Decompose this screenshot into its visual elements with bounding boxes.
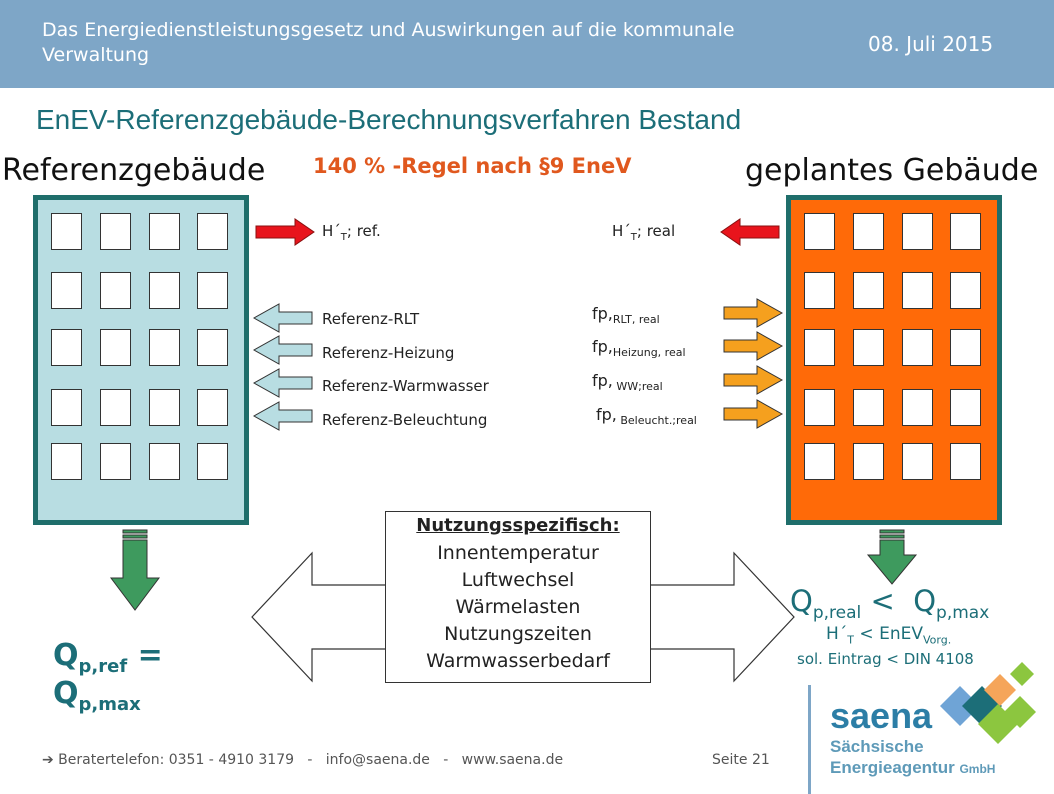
ref-result-arrow [110, 529, 160, 611]
building-window [149, 272, 180, 309]
building-window [804, 443, 835, 480]
footer-contact: ➔ Beratertelefon: 0351 - 4910 3179 - inf… [42, 752, 564, 768]
building-window [51, 213, 82, 250]
building-window [853, 389, 884, 426]
building-window [950, 329, 981, 366]
building-window [804, 272, 835, 309]
building-window [149, 329, 180, 366]
building-window [100, 389, 131, 426]
fp-rlt-arrow [723, 298, 784, 328]
ref-input-label: Referenz-RLT [322, 310, 420, 328]
ref-input-label: Referenz-Heizung [322, 344, 455, 362]
usage-item: Nutzungszeiten [444, 623, 592, 645]
fp-label: fp,Heizung, real [592, 337, 686, 360]
usage-heading: Nutzungsspezifisch: [416, 515, 620, 536]
rule-label: 140 % -Regel nach §9 EneV [313, 154, 632, 178]
slide-title: EnEV-Referenzgebäude-Berechnungsverfahre… [36, 104, 742, 135]
saena-logo-mark [940, 662, 1036, 744]
building-window [197, 389, 228, 426]
building-window [51, 272, 82, 309]
building-window [853, 272, 884, 309]
building-window [100, 443, 131, 480]
building-window [100, 272, 131, 309]
ref-heizung-arrow [252, 335, 313, 365]
header-date: 08. Juli 2015 [868, 32, 994, 56]
building-window [149, 213, 180, 250]
building-window [804, 389, 835, 426]
planned-building-label: geplantes Gebäude [745, 153, 1039, 188]
building-window [853, 443, 884, 480]
reference-building [33, 195, 249, 525]
usage-box: Nutzungsspezifisch: Innentemperatur Luft… [385, 511, 651, 683]
page-number: Seite 21 [712, 752, 770, 768]
building-window [149, 389, 180, 426]
logo-separator [808, 685, 811, 794]
ref-beleuchtung-arrow [252, 401, 313, 431]
logo-line1: Sächsische [830, 737, 924, 756]
ht-real-label: H´T; real [612, 222, 676, 243]
building-window [902, 329, 933, 366]
building-window [51, 329, 82, 366]
q-max-formula: Qp,max [53, 676, 141, 715]
q-ref-formula: Qp,ref = [53, 638, 163, 677]
ref-input-label: Referenz-Warmwasser [322, 377, 489, 395]
building-window [51, 389, 82, 426]
logo-line2: Energieagentur GmbH [830, 758, 996, 777]
fp-label: fp, Beleucht.;real [596, 405, 697, 428]
building-window [902, 272, 933, 309]
building-window [902, 443, 933, 480]
logo-word: saena [830, 695, 933, 736]
building-window [902, 389, 933, 426]
building-window [853, 213, 884, 250]
building-window [149, 443, 180, 480]
building-window [197, 329, 228, 366]
planned-building [786, 195, 1002, 525]
building-window [197, 213, 228, 250]
usage-item: Innentemperatur [437, 542, 599, 564]
building-window [950, 389, 981, 426]
fp-label: fp,RLT, real [592, 304, 660, 327]
q-comparison: Qp,real < Qp,max [790, 584, 990, 623]
ht-ref-arrow [255, 218, 315, 246]
fp-heizung-arrow [723, 331, 784, 361]
building-window [853, 329, 884, 366]
fp-label: fp, WW;real [592, 371, 663, 394]
building-window [950, 443, 981, 480]
ht-real-arrow [720, 218, 780, 246]
building-window [804, 213, 835, 250]
building-window [902, 213, 933, 250]
ref-warmwasser-arrow [252, 368, 313, 398]
building-window [950, 272, 981, 309]
building-window [197, 443, 228, 480]
plan-result-arrow [866, 529, 918, 585]
usage-item: Luftwechsel [461, 569, 575, 591]
header-bar [0, 0, 1054, 88]
header-title: Das Energiedienstleistungsgesetz und Aus… [42, 19, 735, 66]
fp-beleucht-arrow [723, 399, 784, 429]
building-window [197, 272, 228, 309]
building-window [100, 213, 131, 250]
ht-ref-label: H´T; ref. [322, 222, 381, 243]
ht-condition: H´T < EnEVVorg. [826, 624, 952, 647]
building-window [950, 213, 981, 250]
building-window [51, 443, 82, 480]
usage-item: Wärmelasten [455, 596, 581, 618]
building-window [804, 329, 835, 366]
reference-building-label: Referenzgebäude [2, 153, 266, 188]
ref-input-label: Referenz-Beleuchtung [322, 411, 488, 429]
usage-item: Warmwasserbedarf [426, 650, 610, 672]
fp-ww-arrow [723, 365, 784, 395]
sol-condition: sol. Eintrag < DIN 4108 [797, 650, 974, 668]
building-window [100, 329, 131, 366]
ref-rlt-arrow [252, 303, 313, 333]
